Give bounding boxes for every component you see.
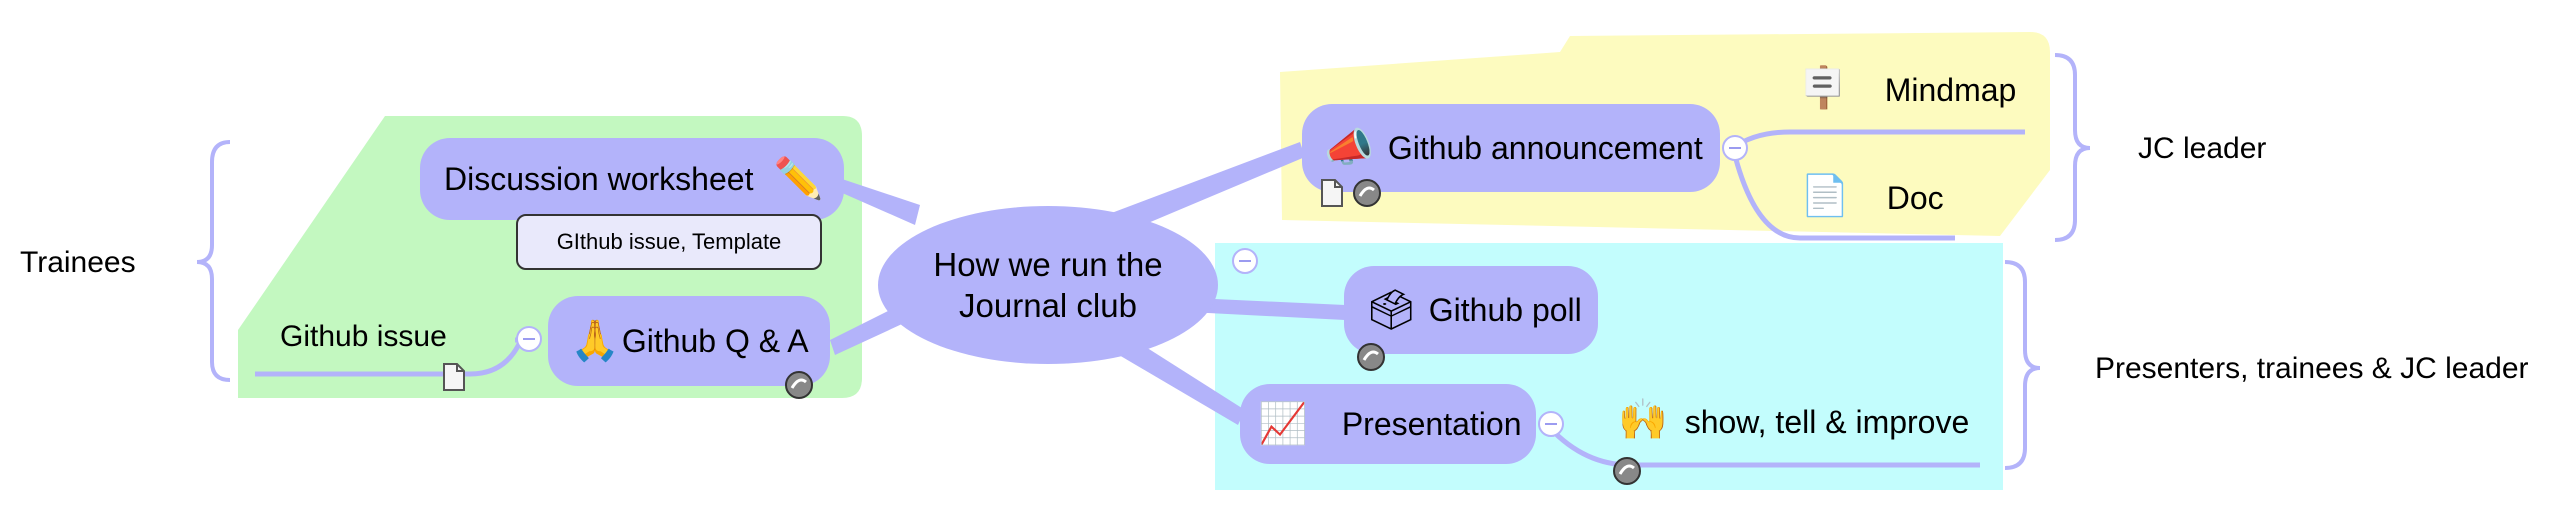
- central-topic-line1: How we run the: [933, 245, 1163, 283]
- node-presentation-label: Presentation: [1341, 405, 1522, 442]
- link-icon[interactable]: [1612, 456, 1642, 486]
- link-icon[interactable]: [1352, 178, 1382, 208]
- node-discussion-worksheet-label: Discussion worksheet: [444, 160, 754, 197]
- central-topic-line2: Journal club: [959, 287, 1137, 324]
- raising-hands-icon: 🙌: [1618, 398, 1668, 442]
- link-icon[interactable]: [784, 370, 814, 400]
- node-presentation[interactable]: 📈 Presentation: [1240, 384, 1536, 464]
- node-github-announcement-label: Github announcement: [1387, 129, 1703, 166]
- child-doc[interactable]: 📄 Doc: [1800, 176, 1944, 217]
- node-github-qa-label: Github Q & A: [621, 322, 809, 359]
- megaphone-icon: 📣: [1324, 126, 1374, 170]
- brace-jc-leader: [2054, 53, 2091, 242]
- document-icon: 📄: [1800, 174, 1850, 218]
- child-mindmap[interactable]: 🪧 Mindmap: [1798, 68, 2016, 109]
- ballot-box-icon: 🗳: [1366, 288, 1417, 332]
- folded-hands-icon: 🙏: [570, 319, 620, 363]
- link-icon[interactable]: [1356, 342, 1386, 372]
- node-github-poll-label: Github poll: [1428, 291, 1582, 328]
- node-discussion-worksheet[interactable]: Discussion worksheet ✏️: [420, 138, 844, 220]
- note-github-issue-template: GIthub issue, Template: [516, 214, 822, 270]
- collapse-presentation-toggle[interactable]: [1538, 411, 1564, 437]
- group-label-trainees: Trainees: [20, 246, 136, 279]
- child-doc-label: Doc: [1886, 180, 1944, 216]
- signpost-icon: 🪧: [1798, 66, 1848, 110]
- brace-presenters: [2004, 260, 2041, 470]
- node-github-qa[interactable]: 🙏 Github Q & A: [548, 296, 830, 386]
- brace-trainees: [196, 140, 231, 382]
- collapse-github-qa-toggle[interactable]: [516, 326, 542, 352]
- child-show-tell-improve-label: show, tell & improve: [1684, 404, 1970, 440]
- document-icon[interactable]: [442, 362, 466, 392]
- child-show-tell-improve[interactable]: 🙌 show, tell & improve: [1618, 400, 1969, 441]
- presentation-board-icon: 📈: [1258, 402, 1308, 446]
- collapse-github-announcement-toggle[interactable]: [1722, 135, 1748, 161]
- collapse-central-toggle[interactable]: [1232, 248, 1258, 274]
- document-icon[interactable]: [1320, 178, 1344, 208]
- child-github-issue-label[interactable]: Github issue: [280, 320, 447, 353]
- group-label-jc-leader: JC leader: [2138, 132, 2267, 165]
- node-github-poll[interactable]: 🗳 Github poll: [1344, 266, 1598, 354]
- child-mindmap-label: Mindmap: [1884, 72, 2017, 108]
- node-github-announcement[interactable]: 📣 Github announcement: [1302, 104, 1720, 192]
- group-label-presenters: Presenters, trainees & JC leader: [2095, 352, 2529, 385]
- pencil-icon: ✏️: [773, 157, 824, 201]
- central-topic[interactable]: How we run the Journal club: [878, 206, 1218, 364]
